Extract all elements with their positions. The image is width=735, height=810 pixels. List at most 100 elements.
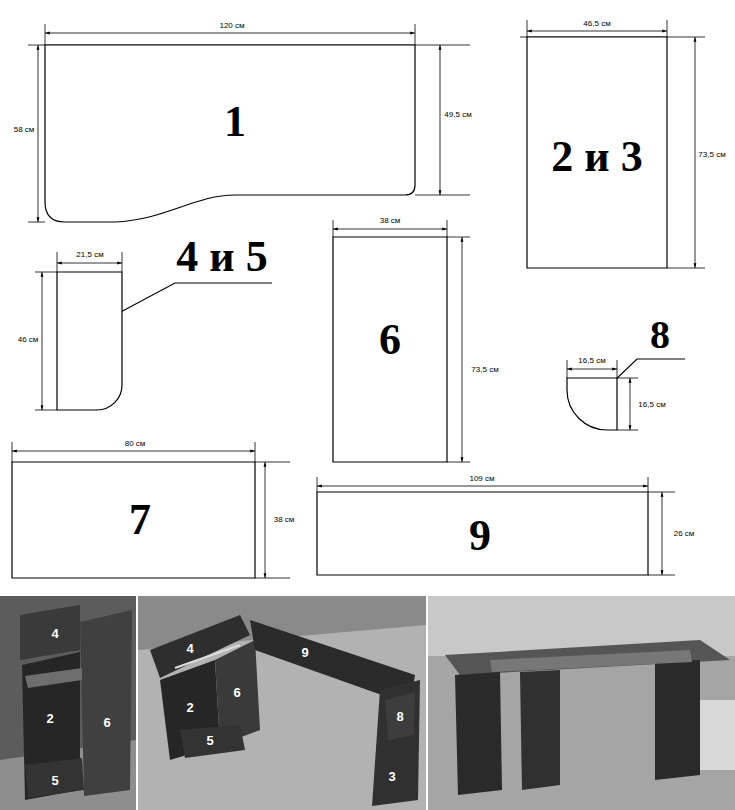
photo-ground (428, 596, 735, 810)
photo-callout: 6 (233, 686, 240, 699)
panel-shape (372, 680, 420, 806)
dimension-label: 46 см (18, 336, 39, 344)
dimension-line (440, 45, 441, 195)
dimension-line (630, 378, 631, 430)
part-number: 7 (129, 498, 151, 542)
extension-line (333, 220, 334, 237)
panel-edge (25, 668, 82, 688)
desk-side (520, 670, 560, 790)
panel-outline (567, 378, 619, 432)
part-number: 4 и 5 (176, 235, 267, 279)
extension-line (255, 578, 290, 579)
panel-outline-path (333, 237, 447, 462)
dimension-label: 26 см (674, 530, 695, 538)
extension-line (35, 410, 57, 411)
extension-line (415, 195, 470, 196)
panel-part: 1 (45, 45, 415, 222)
extension-line (447, 220, 448, 237)
panel-outline-path (57, 272, 122, 410)
dimension-line (12, 451, 255, 452)
panel-part: 9 (317, 492, 648, 575)
dimension-label: 109 см (469, 475, 494, 483)
dimension-line (42, 272, 43, 410)
panel-outline-path (317, 492, 648, 575)
extension-line (35, 272, 57, 273)
photo-ground (0, 596, 136, 810)
photo-ground (138, 596, 426, 810)
dimension-line (662, 492, 663, 575)
panel-outline-path (567, 378, 617, 430)
dimension-label: 38 см (274, 516, 295, 524)
box (700, 700, 735, 770)
extension-line (617, 378, 638, 379)
part-number: 9 (469, 514, 491, 558)
extension-line (648, 477, 649, 492)
extension-line (667, 268, 705, 269)
extension-line (122, 252, 123, 272)
dimension-line (462, 237, 463, 462)
part-number: 2 и 3 (551, 135, 642, 179)
keyboard-shelf (490, 650, 692, 672)
photo-callout: 2 (186, 701, 193, 714)
dimension-line (567, 369, 617, 370)
dimension-label: 120 см (219, 22, 244, 30)
photo-assembly-1 (0, 596, 136, 810)
photo-finished-desk (428, 596, 735, 810)
panel-outline-path (12, 462, 255, 578)
panel-shape (20, 605, 80, 660)
panel-shape (180, 725, 245, 758)
desk-side (455, 672, 502, 795)
extension-line (415, 24, 416, 45)
dimension-label: 16,5 см (638, 401, 665, 409)
panel-outline-path (527, 37, 667, 268)
dimension-lines (12, 20, 705, 578)
panel-outline (57, 272, 124, 412)
dimension-line (38, 45, 39, 222)
extension-line (648, 492, 675, 493)
extension-line (617, 430, 638, 431)
extension-line (45, 24, 46, 45)
dimension-label: 38 см (380, 217, 401, 225)
extension-line (527, 20, 528, 37)
extension-line (667, 20, 668, 37)
part-number: 1 (224, 100, 246, 144)
panel-part: 4 и 5 (57, 272, 122, 410)
photo-callout: 4 (51, 627, 58, 640)
part-number: 6 (379, 318, 401, 362)
dimension-label: 80 см (125, 440, 146, 448)
dimension-label: 73,5 см (471, 366, 498, 374)
photo-callout: 5 (51, 774, 58, 787)
dimension-label: 49,5 см (444, 111, 471, 119)
photo-assembly-2 (138, 596, 426, 810)
extension-line (255, 462, 290, 463)
photo-callout: 6 (103, 716, 110, 729)
panel-part: 7 (12, 462, 255, 578)
dimension-label: 73,5 см (698, 151, 725, 159)
extension-line (648, 575, 675, 576)
dimension-label: 46,5 см (583, 20, 610, 28)
drawer-rail (175, 645, 240, 668)
dimension-label: 21,5 см (76, 251, 103, 259)
photo-callout: 8 (396, 710, 403, 723)
extension-line (317, 477, 318, 492)
photo-callout: 4 (186, 642, 193, 655)
extension-line (617, 360, 618, 378)
dimension-line (265, 462, 266, 578)
dimension-label: 58 см (14, 126, 35, 134)
extension-line (255, 442, 256, 462)
dimension-line (333, 229, 447, 230)
extension-line (12, 442, 13, 462)
dimension-line (45, 33, 415, 34)
dimension-line (57, 263, 122, 264)
dimension-label: 16,5 см (578, 357, 605, 365)
panel-part: 6 (333, 237, 447, 462)
panel-part: 2 и 3 (527, 37, 667, 268)
photo-callout: 2 (46, 712, 53, 725)
extension-line (57, 252, 58, 272)
extension-line (447, 462, 470, 463)
panel-part: 8 (567, 378, 617, 430)
panel-shape (25, 758, 84, 798)
photo-callout: 5 (206, 734, 213, 747)
extension-line (567, 360, 568, 378)
extension-line (28, 222, 45, 223)
